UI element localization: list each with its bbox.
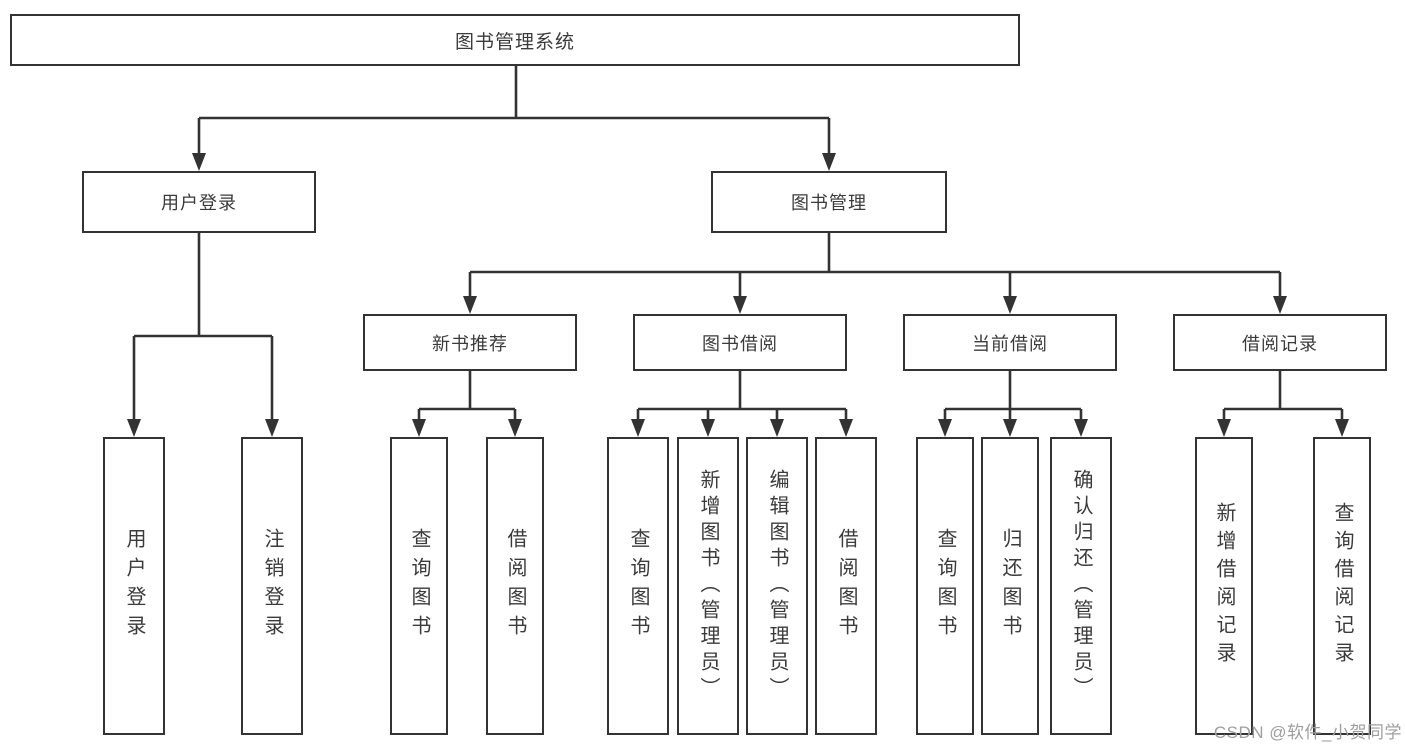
node-new-book-recommendation-label: 新书推荐	[432, 333, 508, 354]
leaf-cb-return-books-label: 归还图书	[999, 528, 1021, 644]
leaf-br-add-record: 新增借阅记录	[1195, 437, 1253, 735]
node-book-management-label: 图书管理	[791, 193, 867, 213]
node-borrowing-records-label: 借阅记录	[1242, 333, 1318, 354]
leaf-cb-confirm-return-admin: 确认归还（管理员）	[1050, 437, 1112, 735]
connector-root-to-level2	[192, 66, 836, 171]
leaf-bb-edit-books-admin: 编辑图书（管理员）	[746, 437, 808, 735]
leaf-nb-borrow-books-label: 借阅图书	[504, 528, 526, 644]
leaf-bb-borrow-books: 借阅图书	[815, 437, 877, 735]
leaf-user-login-label: 用户登录	[123, 528, 145, 644]
leaf-nb-query-books-label: 查询图书	[408, 528, 430, 644]
node-book-borrowing: 图书借阅	[633, 314, 847, 371]
node-new-book-recommendation: 新书推荐	[363, 314, 577, 371]
connector-bookmgmt-to-level3	[463, 233, 1287, 314]
leaf-cb-query-books: 查询图书	[916, 437, 974, 735]
connector-currentborrow-to-leaves	[938, 371, 1088, 437]
leaf-logout-label: 注销登录	[261, 528, 283, 644]
leaf-cb-query-books-label: 查询图书	[934, 528, 956, 644]
leaf-bb-query-books-label: 查询图书	[627, 528, 649, 644]
node-root-label: 图书管理系统	[454, 31, 575, 53]
node-current-borrowing-label: 当前借阅	[972, 333, 1048, 354]
leaf-user-login: 用户登录	[103, 437, 165, 735]
node-book-borrowing-label: 图书借阅	[702, 333, 778, 354]
leaf-nb-query-books: 查询图书	[390, 437, 448, 735]
leaf-bb-query-books: 查询图书	[607, 437, 669, 735]
leaf-bb-borrow-books-label: 借阅图书	[835, 528, 857, 644]
leaf-br-query-record: 查询借阅记录	[1313, 437, 1371, 735]
leaf-cb-confirm-return-admin-label: 确认归还（管理员）	[1070, 469, 1092, 703]
node-user-login: 用户登录	[82, 171, 316, 233]
node-user-login-label: 用户登录	[161, 193, 237, 213]
connector-newbook-to-leaves	[412, 371, 522, 437]
leaf-br-query-record-label: 查询借阅记录	[1331, 502, 1353, 670]
node-book-management: 图书管理	[711, 171, 947, 233]
node-borrowing-records: 借阅记录	[1173, 314, 1387, 371]
leaf-bb-add-books-admin: 新增图书（管理员）	[677, 437, 739, 735]
leaf-bb-add-books-admin-label: 新增图书（管理员）	[697, 469, 719, 703]
leaf-logout: 注销登录	[241, 437, 303, 735]
leaf-br-add-record-label: 新增借阅记录	[1213, 502, 1235, 670]
connector-bookborrow-to-leaves	[631, 371, 853, 437]
connector-borrowrecords-to-leaves	[1217, 371, 1349, 437]
leaf-cb-return-books: 归还图书	[981, 437, 1039, 735]
leaf-nb-borrow-books: 借阅图书	[486, 437, 544, 735]
node-root: 图书管理系统	[10, 14, 1020, 66]
csdn-watermark: CSDN @软件_小贺同学	[1213, 723, 1402, 742]
node-current-borrowing: 当前借阅	[903, 314, 1117, 371]
connector-userlogin-to-leaves	[127, 233, 279, 437]
leaf-bb-edit-books-admin-label: 编辑图书（管理员）	[766, 469, 788, 703]
